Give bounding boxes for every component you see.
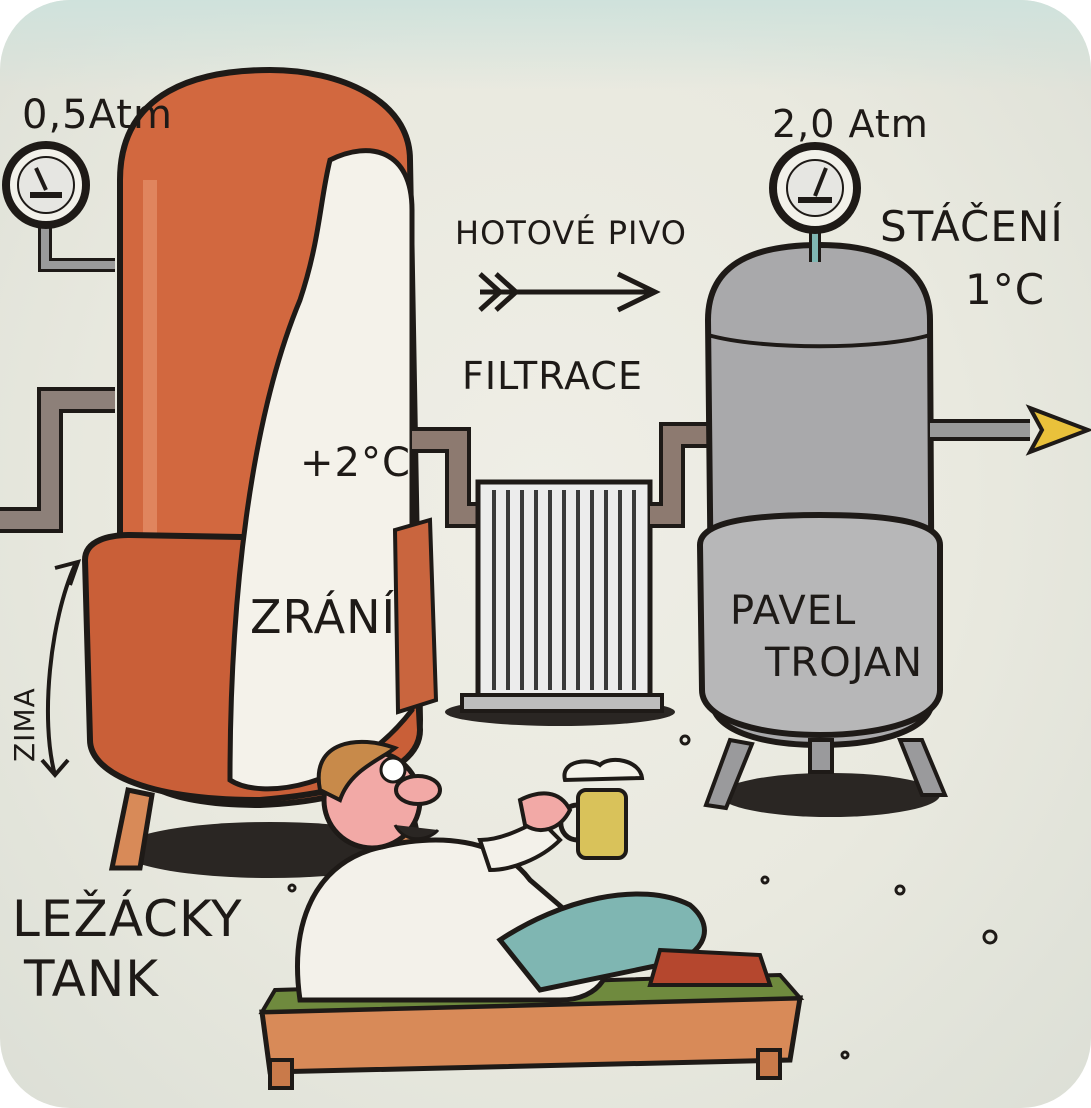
left-pressure-label: 0,5Atm xyxy=(22,92,173,138)
tank-cutaway xyxy=(227,148,415,792)
pressure-gauge-icon xyxy=(769,142,861,262)
bright-beer-tank xyxy=(696,241,949,811)
pressure-gauge-icon xyxy=(2,141,90,229)
brewer-figure xyxy=(295,740,773,1003)
lager-tank-label-line1: LEŽÁCKY xyxy=(12,890,243,948)
lager-tank-label-line2: TANK xyxy=(24,950,160,1008)
bottling-label: STÁČENÍ xyxy=(880,202,1064,251)
gauge-pipe-left xyxy=(38,225,115,272)
bottling-temperature-label: 1°C xyxy=(965,265,1046,314)
beer-mug xyxy=(558,757,645,860)
maturation-label: ZRÁNÍ xyxy=(250,590,397,644)
right-pressure-label: 2,0 Atm xyxy=(772,102,929,146)
author-signature-line2: TROJAN xyxy=(765,640,924,686)
tank-temperature-label: +2°C xyxy=(300,440,411,486)
filtration-label: FILTRACE xyxy=(462,354,643,398)
outflow-arrow-icon xyxy=(1025,404,1091,456)
finished-beer-label: HOTOVÉ PIVO xyxy=(455,214,687,252)
author-signature-line1: PAVEL xyxy=(730,588,857,634)
double-arrow-icon xyxy=(478,271,661,313)
cold-label: ZIMA xyxy=(8,687,41,762)
keg-shadow xyxy=(720,773,940,817)
filter-unit xyxy=(460,479,664,713)
up-arrow-icon xyxy=(40,559,82,779)
